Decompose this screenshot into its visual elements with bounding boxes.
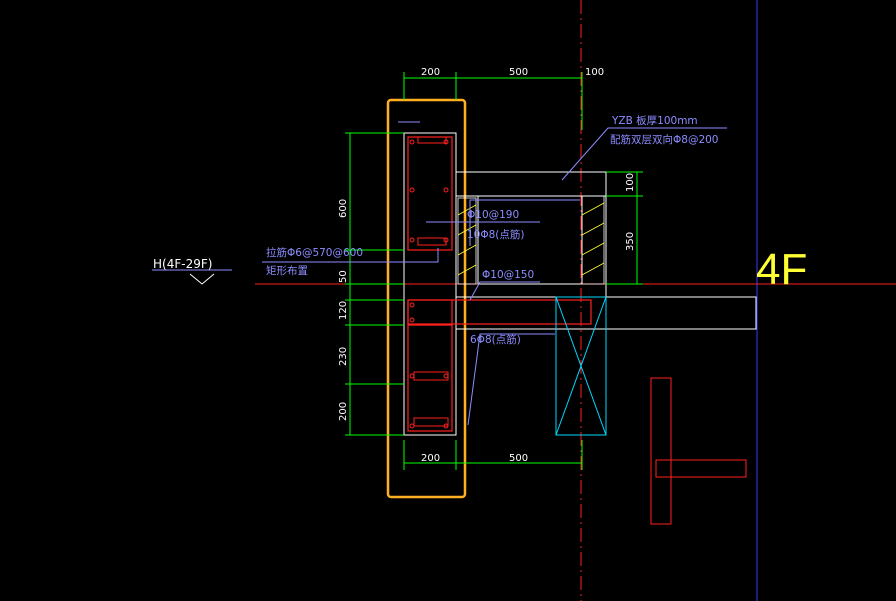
column-rebar-cage-middle [407, 299, 453, 326]
hatch-pattern [457, 195, 605, 285]
note-stirrup-beam: Φ10@150 [482, 269, 534, 281]
column-tie-bar-4 [413, 417, 449, 427]
note-slab-rebar: 配筋双层双向Φ8@200 [610, 133, 719, 146]
column-tie-bar-3 [413, 371, 449, 381]
note-longitudinal-beam: 6Φ8(点筋) [470, 333, 521, 346]
dim-bottom-2: 500 [509, 453, 528, 464]
note-tie-bar: 拉筋Φ6@570@600 [266, 246, 363, 259]
dim-right-2: 350 [625, 232, 636, 251]
column-tie-bar-2 [417, 237, 447, 246]
wall-opening-box [555, 296, 607, 436]
column-rebar-cage-lower [407, 324, 453, 432]
dim-bottom-1: 200 [421, 453, 440, 464]
side-section-red-vertical [650, 377, 672, 525]
dim-left-2: 50 [338, 270, 349, 283]
column-rebar-dots [409, 139, 449, 429]
beam-rebar-cage [407, 299, 592, 325]
note-stirrup-main: Φ10@190 [467, 209, 519, 221]
dim-left-4: 230 [338, 347, 349, 366]
dim-right-1: 100 [625, 173, 636, 192]
dim-left-3: 120 [338, 301, 349, 320]
level-tag-text: H(4F-29F) [153, 257, 212, 271]
column-rebar-cage-upper [407, 136, 453, 251]
note-slab-title: YZB 板厚100mm [611, 114, 698, 127]
side-section-red-horizontal [655, 459, 747, 478]
dim-left-1: 600 [338, 199, 349, 218]
dimension-lines [345, 72, 643, 470]
dim-left-5: 200 [338, 402, 349, 421]
level-tag: H(4F-29F) [153, 257, 215, 285]
note-longitudinal-main: 10Φ8(点筋) [467, 228, 525, 241]
column-tie-bar-1 [417, 136, 447, 144]
dim-top-3: 100 [585, 67, 604, 78]
dim-top-1: 200 [421, 67, 440, 78]
note-tie-layout: 矩形布置 [266, 264, 308, 277]
wall-opening-cross-2 [555, 296, 607, 436]
dim-top-2: 500 [509, 67, 528, 78]
level-tag-triangle-icon [189, 273, 215, 285]
floor-label: 4F [756, 245, 807, 294]
selection-highlight-box[interactable] [386, 98, 467, 499]
leader-lines [152, 127, 727, 426]
